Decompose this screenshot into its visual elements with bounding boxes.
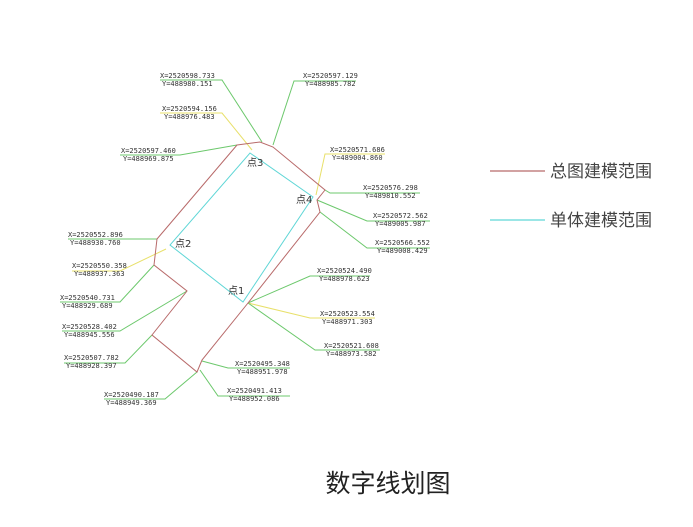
- coordinate-x: X=2520597.129: [303, 72, 358, 80]
- coordinate-x: X=2520523.554: [320, 310, 375, 318]
- coordinate-x: X=2520540.731: [60, 294, 115, 302]
- total-modeling-boundary: [151, 141, 326, 373]
- coordinate-y: Y=488929.689: [62, 302, 113, 310]
- coordinate-x: X=2520528.402: [62, 323, 117, 331]
- leader-line: [160, 79, 263, 143]
- caption-title: 数字线划图: [325, 469, 450, 498]
- legend-label-total: 总图建模范围: [550, 162, 652, 182]
- leader-line: [199, 369, 290, 397]
- leader-line: [60, 264, 155, 303]
- building-modeling-boundary: [169, 152, 314, 303]
- coordinate-y: Y=488980.151: [162, 80, 213, 88]
- leader-line: [104, 371, 198, 400]
- coordinate-x: X=2520576.298: [363, 184, 418, 192]
- coordinate-x: X=2520572.562: [373, 212, 428, 220]
- leader-lines: [60, 79, 430, 400]
- coordinate-x: X=2520552.896: [68, 231, 123, 239]
- leader-line: [247, 302, 375, 319]
- leader-line: [272, 80, 356, 146]
- coordinate-y: Y=489005.987: [375, 220, 426, 228]
- leader-line: [120, 144, 238, 156]
- leader-line: [319, 211, 430, 249]
- coordinate-y: Y=488952.086: [229, 395, 280, 403]
- coordinate-y: Y=488937.363: [74, 270, 125, 278]
- leader-line: [247, 302, 380, 351]
- coordinate-y: Y=488945.556: [64, 331, 115, 339]
- coordinate-y: Y=488951.978: [237, 368, 288, 376]
- coordinate-x: X=2520597.460: [121, 147, 176, 155]
- leader-line: [160, 112, 253, 151]
- coordinate-y: Y=488976.483: [164, 113, 215, 121]
- leader-line: [64, 334, 153, 364]
- coordinate-y: Y=488985.782: [305, 80, 356, 88]
- coordinate-x: X=2520571.686: [330, 146, 385, 154]
- coordinate-x: X=2520495.348: [235, 360, 290, 368]
- point-2-label: 点2: [175, 238, 191, 250]
- coordinate-y: Y=489004.860: [332, 154, 383, 162]
- coordinate-y: Y=488978.623: [319, 275, 370, 283]
- coordinate-y: Y=488969.875: [123, 155, 174, 163]
- coordinate-x: X=2520521.608: [324, 342, 379, 350]
- coordinate-y: Y=488928.397: [66, 362, 117, 370]
- coordinate-x: X=2520524.490: [317, 267, 372, 275]
- coordinate-y: Y=489008.429: [377, 247, 428, 255]
- coordinate-y: Y=488930.760: [70, 239, 121, 247]
- coordinate-x: X=2520598.733: [160, 72, 215, 80]
- legend-label-building: 单体建模范围: [550, 211, 652, 231]
- point-4-label: 点4: [296, 194, 312, 206]
- coordinate-y: Y=488973.582: [326, 350, 377, 358]
- coordinate-y: Y=489810.552: [365, 192, 416, 200]
- leader-line: [62, 290, 188, 332]
- leader-line: [315, 153, 385, 196]
- leader-line: [201, 360, 290, 369]
- leader-line: [72, 248, 167, 272]
- coordinate-x: X=2520550.358: [72, 262, 127, 270]
- point-1-label: 点1: [228, 285, 244, 297]
- coordinate-y: Y=488949.369: [106, 399, 157, 407]
- coordinate-x: X=2520594.156: [162, 105, 217, 113]
- coordinate-y: Y=488971.303: [322, 318, 373, 326]
- leader-line: [316, 199, 430, 222]
- coordinate-x: X=2520507.782: [64, 354, 119, 362]
- leader-line: [247, 275, 370, 304]
- point-3-label: 点3: [247, 157, 263, 169]
- leader-line: [324, 189, 420, 194]
- coordinate-x: X=2520491.413: [227, 387, 282, 395]
- coordinate-x: X=2520566.552: [375, 239, 430, 247]
- coordinate-x: X=2520490.187: [104, 391, 159, 399]
